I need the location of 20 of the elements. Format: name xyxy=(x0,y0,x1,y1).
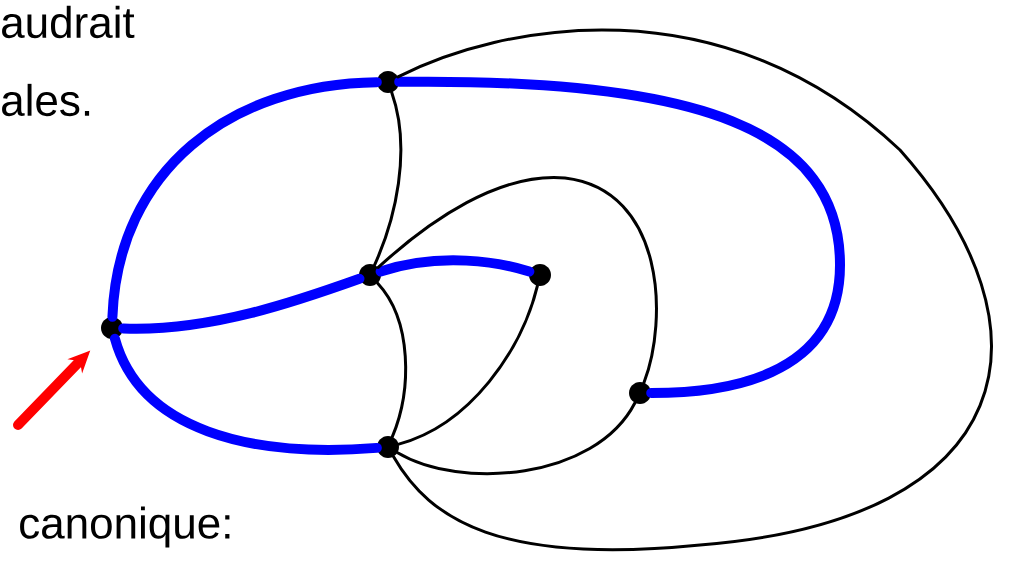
graph-edge xyxy=(373,91,403,267)
vertex-dot xyxy=(377,71,399,93)
graph-edge xyxy=(118,273,365,334)
vertex-dot xyxy=(101,317,123,339)
text-label: canonique: xyxy=(20,506,230,548)
text-label: ales. xyxy=(2,83,90,117)
vertex-dot xyxy=(529,264,551,286)
vertex-dot xyxy=(377,436,399,458)
graph-edge xyxy=(392,28,992,552)
vertex-dot xyxy=(629,382,651,404)
graph-edge xyxy=(109,333,382,455)
graph-edge xyxy=(375,255,535,277)
graph-edge xyxy=(107,77,382,322)
graph-edge xyxy=(396,401,637,475)
graph-edge xyxy=(397,284,539,446)
graph-edge xyxy=(376,176,658,385)
graph-edge xyxy=(376,281,408,439)
text-label: audrait xyxy=(2,5,135,39)
vertex-dot xyxy=(359,264,381,286)
graph-edge xyxy=(394,76,845,398)
